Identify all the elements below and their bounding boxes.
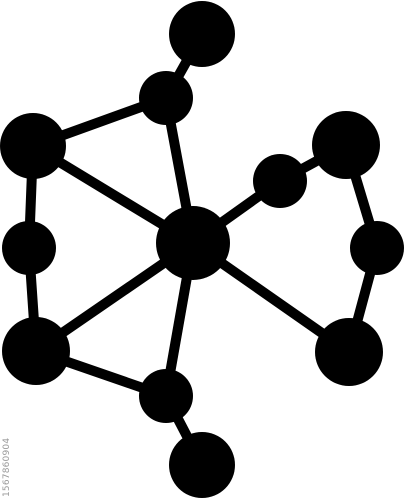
atom-center	[156, 206, 230, 280]
atom-bottom-end	[169, 432, 235, 498]
atom-top	[139, 71, 193, 125]
atom-bottom	[139, 369, 193, 423]
atom-left-bottom	[2, 317, 70, 385]
atom-right-top	[312, 111, 380, 179]
atom-left-mid	[2, 221, 56, 275]
atom-top-end	[169, 1, 235, 67]
atom-right-inner	[253, 154, 307, 208]
atom-left-top	[0, 113, 66, 179]
atom-right-bottom	[315, 318, 383, 386]
stock-id-watermark: 1567860904	[2, 437, 12, 497]
atom-right-mid	[350, 221, 404, 275]
